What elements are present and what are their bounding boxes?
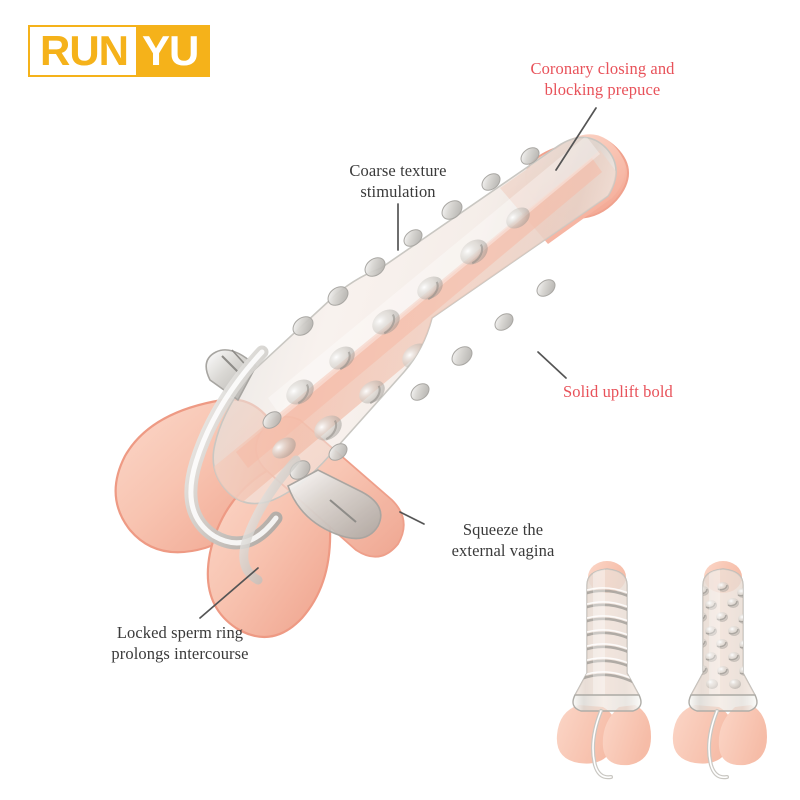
edge-nubs [262, 147, 556, 480]
sleeve-body [184, 136, 617, 585]
thumb-spiral[interactable] [556, 561, 651, 780]
product-variant-thumbnails [556, 561, 767, 780]
callout-solid-uplift: Solid uplift bold [563, 382, 673, 401]
logo-text-yu: YU [136, 27, 209, 75]
callout-squeeze-external: Squeeze the external vagina [451, 520, 555, 561]
logo-text-run: RUN [30, 27, 136, 75]
callout-coarse-texture: Coarse texture stimulation [349, 161, 447, 202]
brand-logo: RUN YU [28, 25, 211, 77]
leader-solid [537, 351, 567, 379]
callout-coronary-closing: Coronary closing and blocking prepuce [530, 59, 675, 100]
callout-locked-sperm-ring: Locked sperm ring prolongs intercourse [111, 623, 249, 664]
thumb-dotted[interactable] [672, 561, 767, 780]
